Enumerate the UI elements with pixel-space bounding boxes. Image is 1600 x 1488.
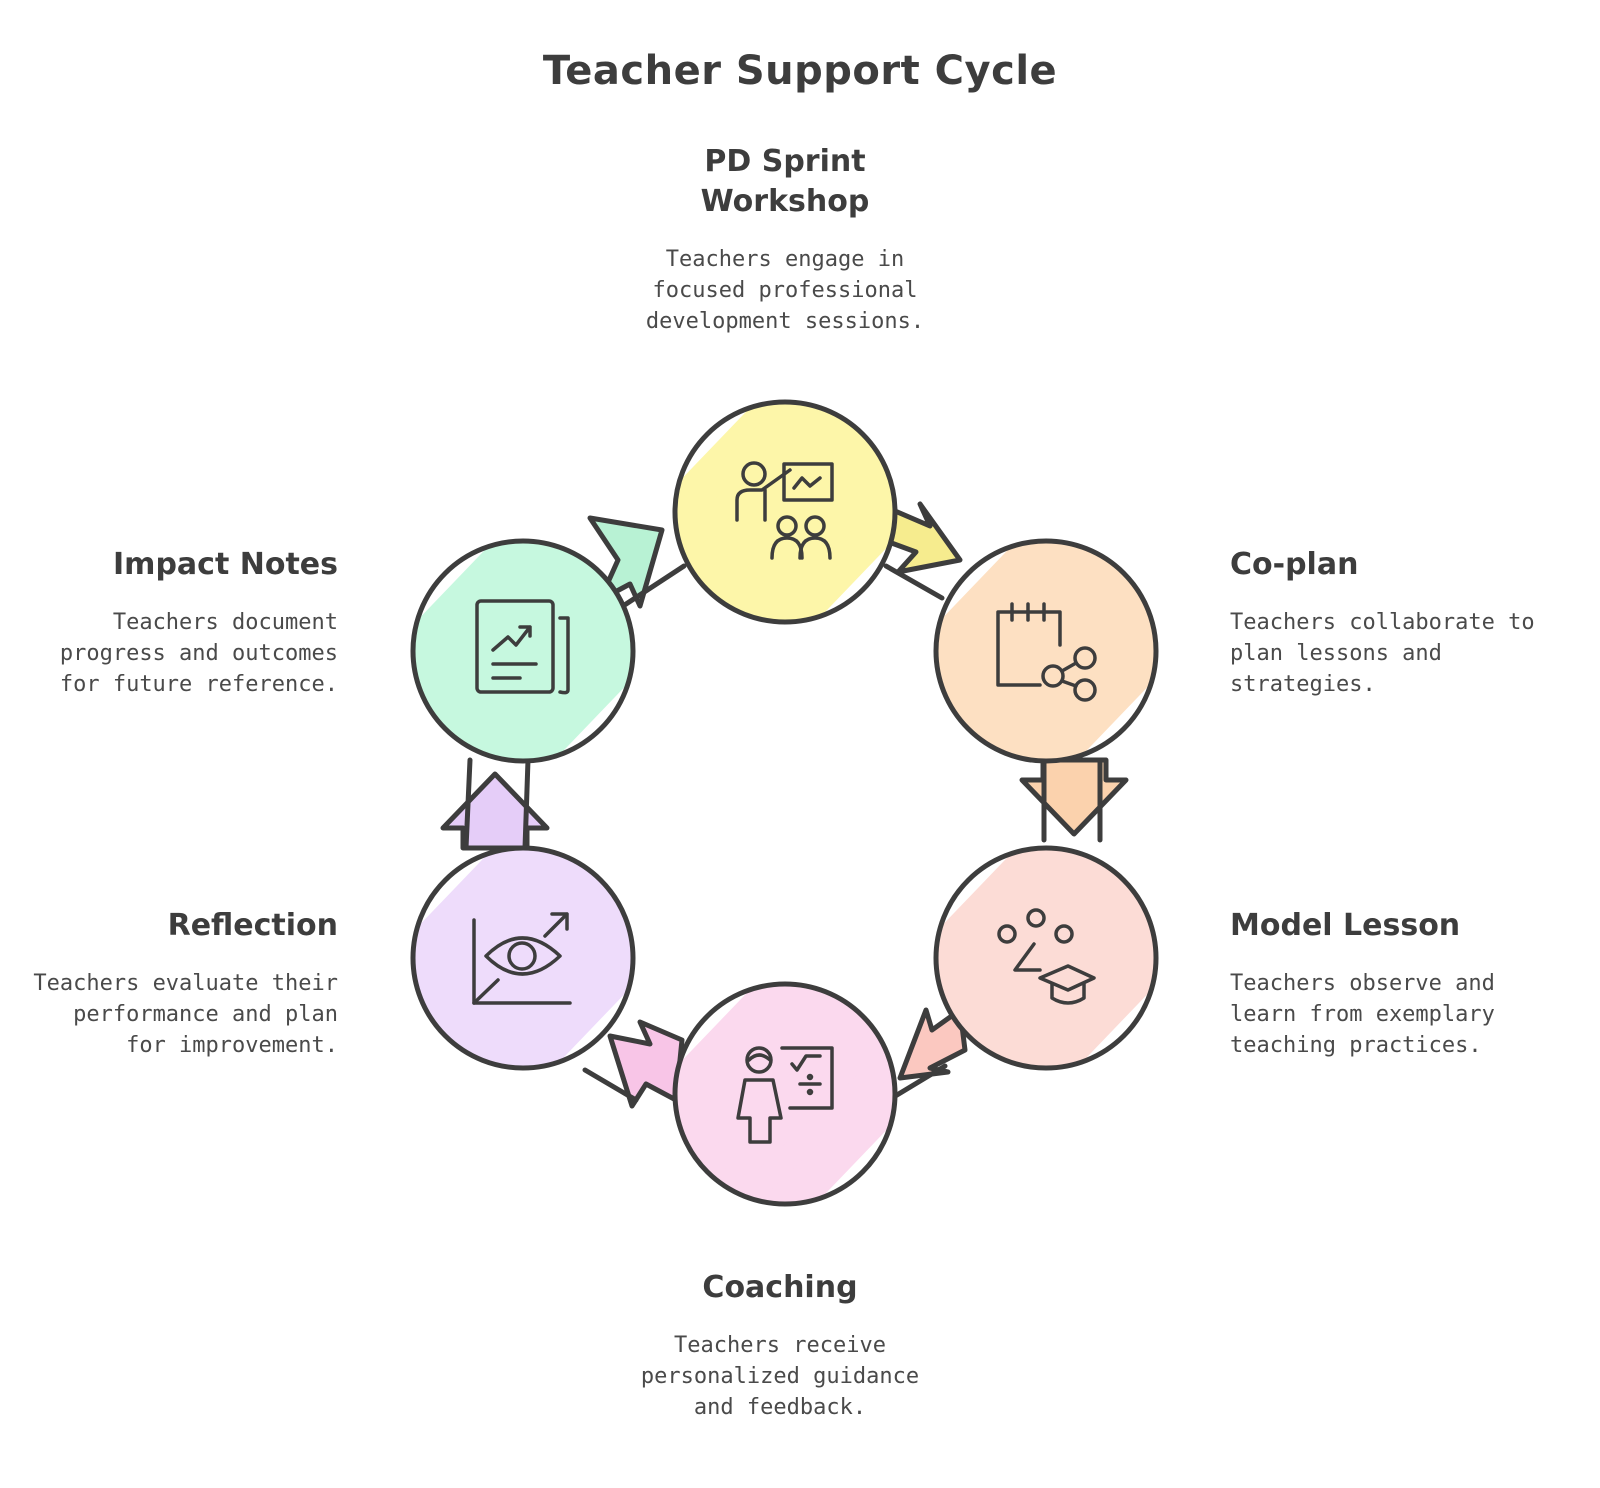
step-circle-outline bbox=[410, 538, 636, 764]
report-document-icon bbox=[475, 599, 570, 695]
hatch-stroke bbox=[413, 848, 546, 1068]
hatch-stroke bbox=[1023, 848, 1156, 1068]
hatch-stroke bbox=[675, 984, 876, 1204]
step-description: Teachers collaborate to plan lessons and… bbox=[1230, 610, 1535, 697]
step-circle-outline bbox=[410, 845, 636, 1071]
hatch-stroke bbox=[675, 402, 842, 622]
arrow-reflection-to-impact bbox=[440, 771, 550, 851]
hatch-stroke bbox=[675, 984, 808, 1204]
hatch-stroke bbox=[936, 848, 1069, 1068]
step-heading: PD Sprint Workshop bbox=[700, 144, 870, 219]
eye-chart-icon bbox=[472, 912, 572, 1005]
step-reflection-label: Reflection Teachers evaluate their perfo… bbox=[20, 906, 338, 1061]
step-pd-label: PD Sprint Workshop Teachers engage in fo… bbox=[585, 142, 985, 337]
step-description: Teachers document progress and outcomes … bbox=[59, 610, 338, 697]
teacher-math-board-icon bbox=[736, 1046, 834, 1144]
step-heading: Model Lesson bbox=[1230, 908, 1461, 943]
hatch-stroke bbox=[675, 402, 808, 622]
hatch-stroke bbox=[413, 541, 580, 761]
step-model-label: Model Lesson Teachers observe and learn … bbox=[1230, 906, 1570, 1061]
hatch-stroke bbox=[762, 402, 895, 622]
step-heading: Coaching bbox=[702, 1270, 858, 1305]
ring-segment bbox=[582, 1067, 639, 1103]
ring-segment bbox=[883, 563, 945, 601]
hatch-stroke bbox=[1023, 541, 1156, 761]
step-description: Teachers engage in focused professional … bbox=[645, 247, 925, 334]
hatch-stroke bbox=[936, 541, 1137, 761]
hatch-stroke bbox=[936, 848, 1103, 1068]
ring-segment bbox=[463, 757, 473, 851]
ring-segment bbox=[889, 1063, 948, 1101]
hatch-stroke bbox=[936, 541, 1069, 761]
arrow-coplan-to-model bbox=[1019, 757, 1129, 837]
step-circle-outline bbox=[933, 845, 1159, 1071]
ring-segment bbox=[617, 563, 687, 611]
hatch-stroke bbox=[675, 984, 842, 1204]
step-coaching-label: Coaching Teachers receive personalized g… bbox=[580, 1268, 980, 1423]
hatch-stroke bbox=[762, 984, 895, 1204]
hatch-stroke bbox=[413, 541, 546, 761]
graduation-network-icon bbox=[997, 908, 1096, 1005]
hatch-stroke bbox=[936, 541, 1103, 761]
step-description: Teachers receive personalized guidance a… bbox=[640, 1333, 920, 1420]
hatch-stroke bbox=[413, 848, 580, 1068]
presenter-board-icon bbox=[735, 461, 834, 560]
step-circle-outline bbox=[672, 399, 898, 625]
arrow-coaching-to-reflection bbox=[607, 1019, 685, 1109]
step-circle-outline bbox=[933, 538, 1159, 764]
hatch-stroke bbox=[413, 848, 614, 1068]
step-description: Teachers evaluate their performance and … bbox=[33, 971, 338, 1058]
step-impact-label: Impact Notes Teachers document progress … bbox=[20, 545, 338, 700]
step-description: Teachers observe and learn from exemplar… bbox=[1230, 971, 1495, 1058]
step-heading: Co-plan bbox=[1230, 547, 1359, 582]
step-coplan-label: Co-plan Teachers collaborate to plan les… bbox=[1230, 545, 1570, 700]
hatch-stroke bbox=[500, 541, 633, 761]
step-circle-outline bbox=[672, 981, 898, 1207]
hatch-stroke bbox=[675, 402, 876, 622]
hatch-stroke bbox=[500, 848, 633, 1068]
step-heading: Impact Notes bbox=[113, 547, 338, 582]
hatch-stroke bbox=[936, 848, 1137, 1068]
step-heading: Reflection bbox=[167, 908, 338, 943]
ring-segment bbox=[522, 757, 531, 851]
calendar-share-icon bbox=[996, 602, 1097, 702]
hatch-stroke bbox=[413, 541, 614, 761]
diagram-title: Teacher Support Cycle bbox=[542, 48, 1058, 94]
